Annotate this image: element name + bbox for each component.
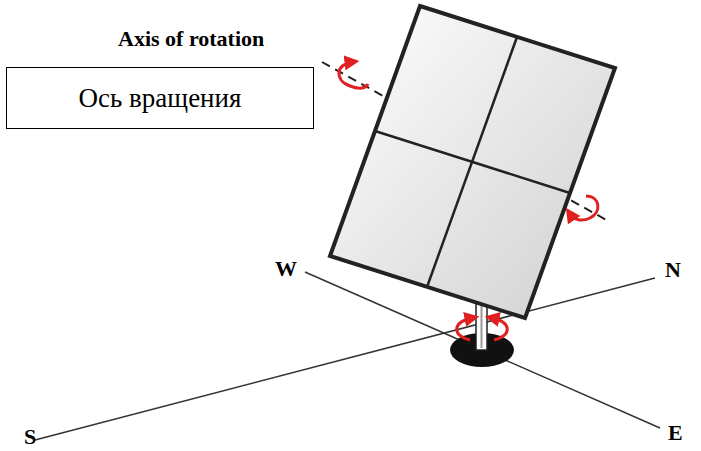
rotation-arrow: [457, 318, 472, 340]
panel-divider: [375, 131, 570, 193]
rotation-arrow: [492, 318, 507, 340]
compass-direction: W: [275, 258, 297, 280]
box-label: Ось вращения: [79, 83, 242, 114]
compass-direction: E: [668, 422, 683, 444]
compass-lines: [35, 272, 660, 440]
compass-direction: N: [665, 259, 681, 281]
label-box: Ось вращения: [6, 67, 314, 129]
rotation-arrow: [570, 196, 598, 220]
axis-label: Axis of rotation: [118, 28, 264, 50]
rotation-arrow: [339, 62, 368, 88]
solar-panel: [330, 6, 615, 318]
compass-direction: S: [24, 426, 36, 448]
